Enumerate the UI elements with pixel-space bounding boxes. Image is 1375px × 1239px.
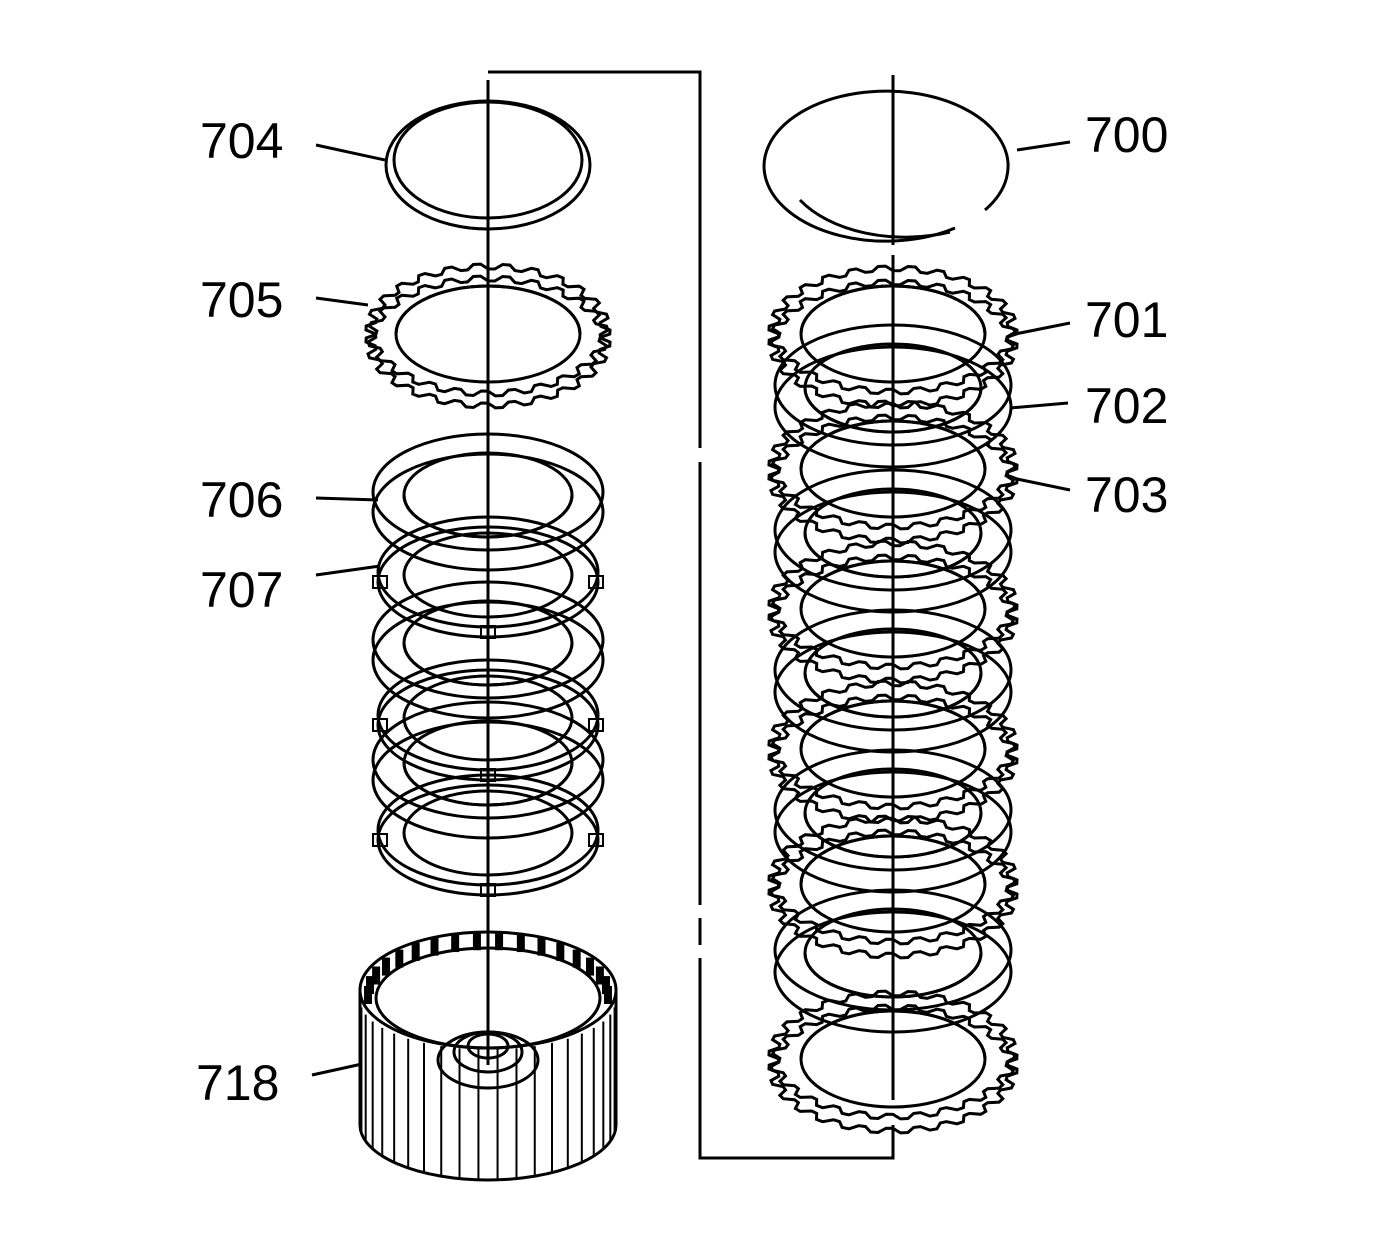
right-clutch-stack [762,89,1019,1135]
leader-718 [311,1062,363,1077]
callout-700: 700 [1085,107,1168,163]
callout-703: 703 [1085,467,1168,523]
callout-706: 706 [200,472,283,528]
leader-706 [315,496,379,502]
leader-704 [315,143,386,162]
leader-705 [315,296,369,307]
callout-701: 701 [1085,292,1168,348]
leader-702 [1009,401,1069,410]
callout-704: 704 [200,113,283,169]
leader-701 [1009,321,1071,337]
leader-707 [315,564,381,577]
leader-703 [1011,476,1071,492]
callout-705: 705 [200,272,283,328]
callout-707: 707 [200,562,283,618]
stack-connector-line [488,70,895,1160]
callout-718: 718 [196,1055,279,1111]
leader-700 [1016,140,1071,152]
callout-702: 702 [1085,378,1168,434]
snap-ring-700 [762,89,1010,243]
